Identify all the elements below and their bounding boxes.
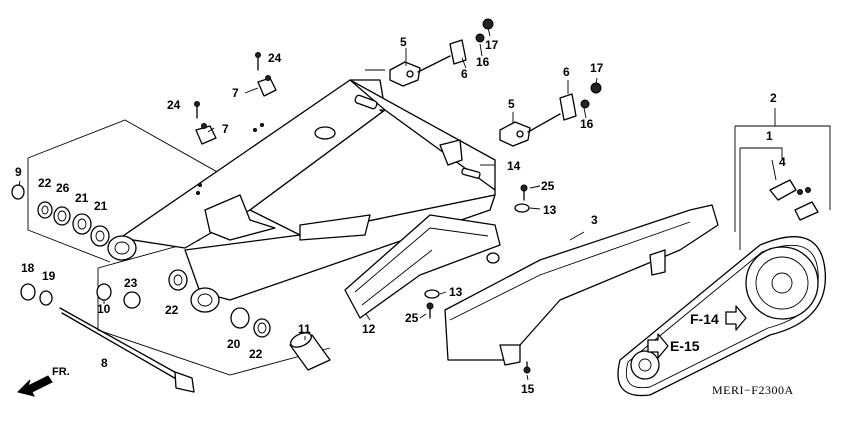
callout-8: 8 bbox=[101, 356, 108, 370]
swingarm bbox=[107, 79, 496, 313]
callout-16-lower: 16 bbox=[580, 117, 594, 131]
reference-e15: E-15 bbox=[670, 338, 700, 354]
chain-adjuster-lower bbox=[499, 93, 577, 147]
drive-chain bbox=[617, 236, 827, 397]
callout-14: 14 bbox=[507, 159, 521, 173]
pivot-bearings bbox=[11, 184, 271, 338]
callout-6-upper: 6 bbox=[461, 67, 468, 81]
direction-label: FR. bbox=[52, 366, 70, 378]
callout-22-lower: 22 bbox=[249, 347, 263, 361]
callout-leaders bbox=[18, 27, 777, 381]
callout-13-upper: 13 bbox=[543, 203, 557, 217]
callout-24-upper: 24 bbox=[268, 51, 282, 65]
callout-1: 1 bbox=[766, 129, 773, 143]
master-link bbox=[769, 179, 819, 221]
callout-9: 9 bbox=[15, 165, 22, 179]
cable-clips bbox=[194, 52, 277, 145]
callout-numbers: 1 2 3 4 5 5 6 6 7 7 8 9 10 11 12 13 13 1… bbox=[15, 35, 786, 396]
callout-18: 18 bbox=[21, 261, 35, 275]
callout-19: 19 bbox=[42, 269, 56, 283]
callout-16-upper: 16 bbox=[476, 55, 490, 69]
callout-20: 20 bbox=[227, 337, 241, 351]
chain-case bbox=[444, 204, 719, 366]
slider-fasteners bbox=[424, 184, 531, 374]
reference-f14: F-14 bbox=[690, 311, 719, 327]
callout-21-right: 21 bbox=[94, 199, 108, 213]
callout-7-lower: 7 bbox=[222, 122, 229, 136]
callout-12: 12 bbox=[362, 322, 376, 336]
callout-25-upper: 25 bbox=[541, 179, 555, 193]
chain-slider bbox=[344, 214, 501, 319]
callout-22-middle: 22 bbox=[165, 303, 179, 317]
callout-26: 26 bbox=[56, 181, 70, 195]
callout-21-left: 21 bbox=[75, 191, 89, 205]
callout-17-lower: 17 bbox=[590, 61, 604, 75]
callout-7-upper: 7 bbox=[232, 86, 239, 100]
callout-5-lower: 5 bbox=[508, 97, 515, 111]
callout-10: 10 bbox=[97, 302, 111, 316]
reference-arrows bbox=[647, 305, 747, 359]
callout-17-upper: 17 bbox=[485, 38, 499, 52]
group-leader-lines bbox=[27, 69, 831, 376]
pivot-collar bbox=[289, 332, 331, 371]
callout-15: 15 bbox=[521, 382, 535, 396]
callout-2: 2 bbox=[770, 91, 777, 105]
callout-25-lower: 25 bbox=[405, 311, 419, 325]
callout-24-lower: 24 bbox=[167, 98, 181, 112]
callout-6-lower: 6 bbox=[563, 65, 570, 79]
callout-5-upper: 5 bbox=[400, 35, 407, 49]
pivot-bolt bbox=[20, 283, 195, 393]
front-direction-arrow: FR. bbox=[17, 366, 70, 397]
callout-4: 4 bbox=[779, 155, 786, 169]
callout-3: 3 bbox=[591, 213, 598, 227]
diagram-code: MERI−F2300A bbox=[712, 383, 794, 397]
adjuster-nuts bbox=[475, 18, 602, 109]
callout-13-lower: 13 bbox=[449, 285, 463, 299]
callout-22-upper: 22 bbox=[38, 176, 52, 190]
callout-23: 23 bbox=[124, 276, 138, 290]
callout-11: 11 bbox=[298, 322, 311, 336]
